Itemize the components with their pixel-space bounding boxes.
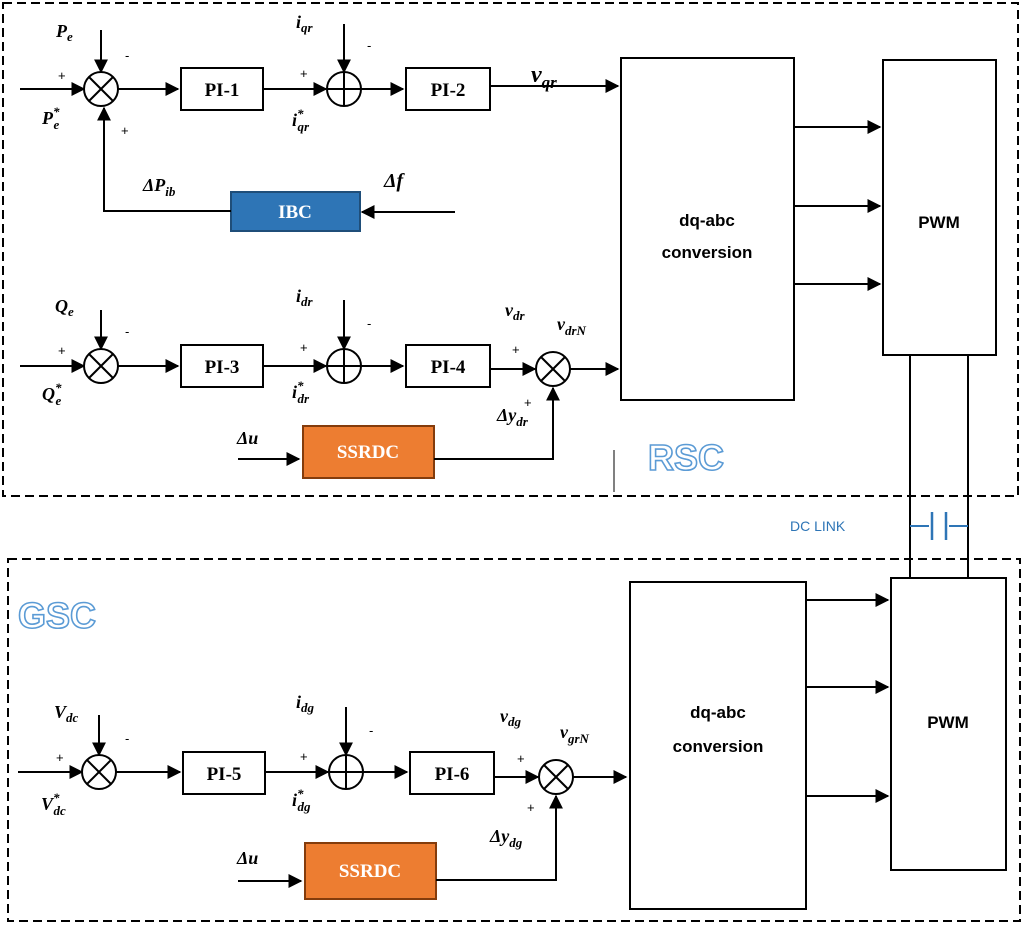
vdg-label: vdg bbox=[500, 706, 522, 729]
iqr-ref-label: i*qr bbox=[292, 106, 310, 134]
pi-6-label: PI-6 bbox=[435, 764, 470, 785]
pi-3-block bbox=[180, 344, 264, 388]
vqr-label: vqr bbox=[531, 62, 557, 92]
minus-sign: - bbox=[125, 48, 129, 63]
plus-sign: + bbox=[56, 750, 64, 765]
plus-sign: + bbox=[517, 751, 525, 766]
pwm-block-gsc bbox=[890, 577, 1007, 871]
qe-label: Qe bbox=[55, 296, 74, 319]
plus-sign: + bbox=[121, 123, 129, 138]
ssrdc-label-rsc: SSRDC bbox=[337, 442, 399, 463]
plus-sign: + bbox=[527, 800, 535, 815]
pi-6-block bbox=[409, 751, 495, 795]
pe-label: Pe bbox=[55, 21, 73, 44]
rsc-label: RSC bbox=[648, 437, 724, 478]
idr-label: idr bbox=[296, 286, 314, 309]
vdr-label: vdr bbox=[505, 300, 526, 323]
pe-ref-label: P*e bbox=[41, 104, 60, 132]
df-label: Δf bbox=[383, 170, 406, 192]
pi-3-label: PI-3 bbox=[205, 357, 240, 378]
idg-label: idg bbox=[296, 692, 315, 715]
dq-abc-label-gsc: dq-abc bbox=[690, 703, 746, 722]
plus-sign: + bbox=[512, 342, 520, 357]
dydr-label: Δydr bbox=[496, 405, 529, 429]
vdc-ref-label: V*dc bbox=[41, 790, 66, 818]
minus-sign: - bbox=[125, 731, 129, 746]
gsc-boundary bbox=[7, 558, 1021, 922]
vgrn-label: vgrN bbox=[560, 722, 590, 746]
ibc-label: IBC bbox=[278, 202, 312, 223]
pi-2-label: PI-2 bbox=[431, 80, 466, 101]
dc-link-label: DC LINK bbox=[790, 518, 846, 534]
dydg-label: Δydg bbox=[489, 826, 523, 850]
pi-2-block bbox=[405, 67, 491, 111]
pi-1-label: PI-1 bbox=[205, 80, 240, 101]
plus-sign: + bbox=[58, 343, 66, 358]
gsc-label: GSC bbox=[18, 595, 96, 636]
vdc-label: Vdc bbox=[54, 702, 79, 725]
conversion-label-rsc: conversion bbox=[662, 243, 753, 262]
pwm-label-rsc: PWM bbox=[918, 213, 960, 232]
rsc-boundary bbox=[2, 2, 1019, 497]
ssrdc-block-rsc bbox=[302, 425, 435, 479]
vdrn-label: vdrN bbox=[557, 314, 587, 338]
pi-1-block bbox=[180, 67, 264, 111]
du-label-gsc: Δu bbox=[236, 848, 258, 868]
pwm-block-rsc bbox=[882, 59, 997, 356]
dq-abc-block-gsc bbox=[629, 581, 807, 910]
conversion-label-gsc: conversion bbox=[673, 737, 764, 756]
dpib-feedback-line bbox=[97, 106, 231, 212]
iqr-label: iqr bbox=[296, 12, 314, 35]
ssrdc-label-gsc: SSRDC bbox=[339, 861, 401, 882]
minus-sign: - bbox=[125, 324, 129, 339]
plus-sign: + bbox=[300, 66, 308, 81]
idg-ref-label: i*dg bbox=[292, 786, 311, 814]
minus-sign: - bbox=[367, 38, 371, 53]
plus-sign: + bbox=[300, 340, 308, 355]
pi-4-label: PI-4 bbox=[431, 357, 466, 378]
dq-abc-block-rsc bbox=[620, 57, 795, 401]
plus-sign: + bbox=[300, 749, 308, 764]
pwm-label-gsc: PWM bbox=[927, 713, 969, 732]
minus-sign: - bbox=[369, 723, 373, 738]
idr-ref-label: i*dr bbox=[292, 378, 310, 406]
pi-5-label: PI-5 bbox=[207, 764, 242, 785]
minus-sign: - bbox=[367, 316, 371, 331]
dpib-label: ΔPib bbox=[142, 175, 176, 199]
du-label-rsc: Δu bbox=[236, 428, 258, 448]
plus-sign: + bbox=[58, 68, 66, 83]
dq-abc-label-rsc: dq-abc bbox=[679, 211, 735, 230]
pi-4-block bbox=[405, 344, 491, 388]
plus-sign: + bbox=[524, 395, 532, 410]
qe-ref-label: Q*e bbox=[42, 380, 62, 408]
ssrdc-block-gsc bbox=[304, 842, 437, 900]
